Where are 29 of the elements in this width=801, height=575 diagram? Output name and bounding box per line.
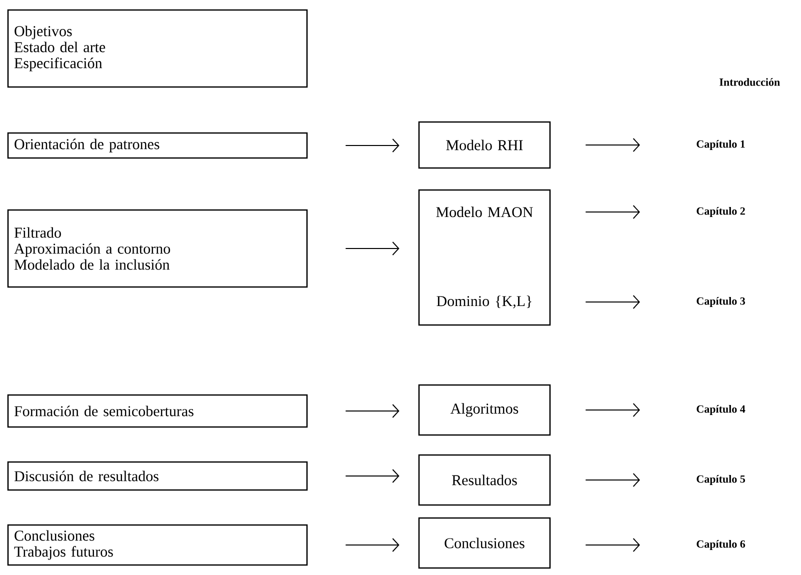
arrow <box>345 404 400 418</box>
topic-box: Orientación de patrones <box>7 132 308 159</box>
arrow <box>345 242 400 256</box>
chapter-label: Capítulo 1 <box>696 140 745 150</box>
chapter-label: Capítulo 2 <box>696 207 745 217</box>
topic-box: Formación de semicoberturas <box>7 394 308 428</box>
chapter-label: Capítulo 6 <box>696 540 746 550</box>
topic-box: Objetivos Estado del arte Especificación <box>7 9 308 88</box>
model-box: Algoritmos <box>418 384 551 436</box>
model-box: Conclusiones <box>418 517 551 569</box>
arrow <box>585 205 640 219</box>
chapter-label: Capítulo 3 <box>696 297 746 307</box>
arrow <box>585 473 640 487</box>
arrow <box>345 138 400 152</box>
topic-box: Filtrado Aproximación a contorno Modelado de la inclusión <box>7 209 308 288</box>
model-box: Resultados <box>418 454 551 506</box>
arrow <box>585 138 640 152</box>
arrow <box>585 538 640 552</box>
arrow <box>585 295 640 309</box>
model-box: Modelo MAON Dominio {K,L} <box>418 189 551 326</box>
chapter-label: Capítulo 5 <box>696 475 745 485</box>
chapter-label: Capítulo 4 <box>696 405 746 415</box>
model-box: Modelo RHI <box>418 121 551 169</box>
arrow <box>345 538 400 552</box>
arrow <box>585 403 640 417</box>
topic-box: Discusión de resultados <box>7 461 308 491</box>
section-label: Introducción <box>720 78 780 86</box>
topic-box: Conclusiones Trabajos futuros <box>7 524 308 566</box>
arrow <box>345 469 400 483</box>
